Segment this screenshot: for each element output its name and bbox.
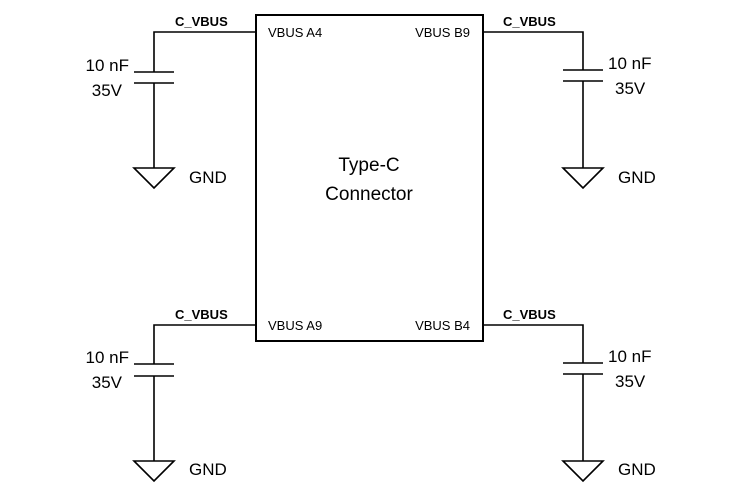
cap-voltage-label: 35V [92, 373, 123, 392]
net-label-bottom-right: C_VBUS [503, 307, 556, 322]
ground-symbol [132, 167, 176, 190]
gnd-label: GND [618, 460, 656, 479]
ground-symbol [561, 167, 605, 190]
wire-bottom-right [483, 324, 584, 363]
gnd-label: GND [618, 168, 656, 187]
pin-label-top-right: VBUS B9 [415, 25, 470, 40]
connector-title-line1: Type-C [338, 155, 399, 176]
pin-label-bottom-right: VBUS B4 [415, 318, 470, 333]
branch-top-right: C_VBUS 10 nF 35V GND [483, 14, 656, 190]
wire-top-right [483, 31, 584, 70]
connector-body [255, 14, 484, 342]
net-label-bottom-left: C_VBUS [175, 307, 228, 322]
ground-symbol [132, 460, 176, 483]
net-label-top-right: C_VBUS [503, 14, 556, 29]
wire-bottom-left [153, 324, 256, 364]
gnd-label: GND [189, 460, 227, 479]
branch-bottom-right: C_VBUS 10 nF 35V GND [483, 307, 656, 483]
pin-label-bottom-left: VBUS A9 [268, 318, 322, 333]
cap-voltage-label: 35V [615, 79, 646, 98]
cap-voltage-label: 35V [92, 81, 123, 100]
cap-value-label: 10 nF [608, 347, 651, 366]
net-label-top-left: C_VBUS [175, 14, 228, 29]
ground-symbol [561, 460, 605, 483]
wire-top-left [153, 31, 256, 72]
pin-label-top-left: VBUS A4 [268, 25, 322, 40]
cap-value-label: 10 nF [608, 54, 651, 73]
branch-top-left: C_VBUS 10 nF 35V GND [86, 14, 256, 190]
cap-voltage-label: 35V [615, 372, 646, 391]
gnd-label: GND [189, 168, 227, 187]
cap-value-label: 10 nF [86, 348, 129, 367]
connector-title-line2: Connector [325, 184, 413, 205]
branch-bottom-left: C_VBUS 10 nF 35V GND [86, 307, 256, 483]
cap-value-label: 10 nF [86, 56, 129, 75]
